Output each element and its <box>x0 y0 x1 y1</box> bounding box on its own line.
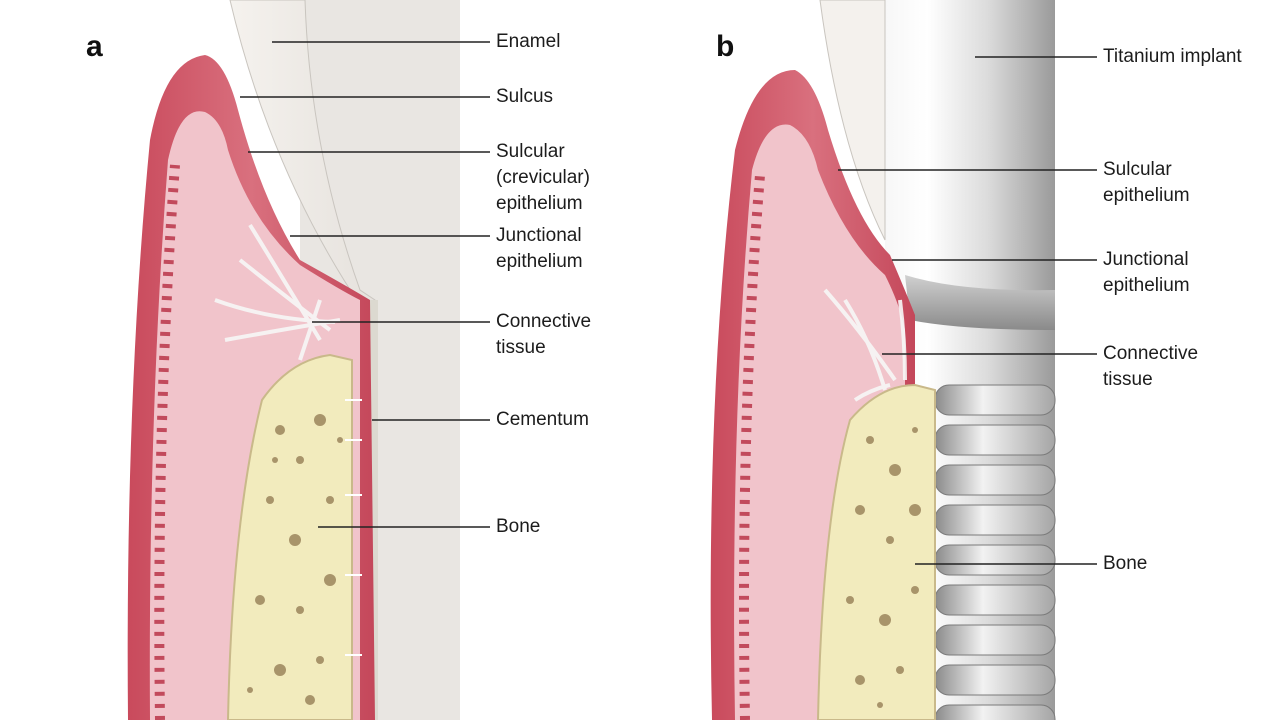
leader-lines <box>240 41 1097 565</box>
label-sulcular-b-1: Sulcular <box>1103 159 1172 180</box>
label-bone-b: Bone <box>1103 553 1148 574</box>
rete-ridges <box>154 164 180 720</box>
bone-pores <box>247 414 343 705</box>
label-sulcular-b-2: epithelium <box>1103 185 1190 206</box>
crown-outline <box>819 0 886 241</box>
implant-threads <box>934 384 1056 720</box>
label-junctional-2: epithelium <box>496 251 583 272</box>
label-connective-b-2: tissue <box>1103 369 1153 390</box>
connective-fibers-b <box>823 288 907 402</box>
label-sulcular-2: (crevicular) <box>496 167 590 188</box>
panel-b-illustration <box>710 0 1056 720</box>
label-connective-2: tissue <box>496 337 546 358</box>
bone-shape-b <box>816 383 936 720</box>
label-connective-1: Connective <box>496 311 592 332</box>
label-junctional-b-1: Junctional <box>1103 249 1189 270</box>
implant-collar <box>905 275 1055 330</box>
label-enamel: Enamel <box>496 31 561 52</box>
label-bone-a: Bone <box>496 516 541 537</box>
bone-pores-b <box>846 427 921 708</box>
label-sulcular-1: Sulcular <box>496 141 565 162</box>
label-implant: Titanium implant <box>1103 46 1242 67</box>
label-junctional-b-2: epithelium <box>1103 275 1190 296</box>
panel-a-letter: a <box>86 30 103 63</box>
label-cementum: Cementum <box>496 409 589 430</box>
label-connective-b-1: Connective <box>1103 343 1199 364</box>
panel-a-illustration <box>127 0 460 720</box>
label-junctional-1: Junctional <box>496 225 582 246</box>
ligament-fibers-a <box>345 399 362 656</box>
label-sulcular-3: epithelium <box>496 193 583 214</box>
panel-b-letter: b <box>716 30 735 63</box>
label-sulcus: Sulcus <box>496 86 554 107</box>
